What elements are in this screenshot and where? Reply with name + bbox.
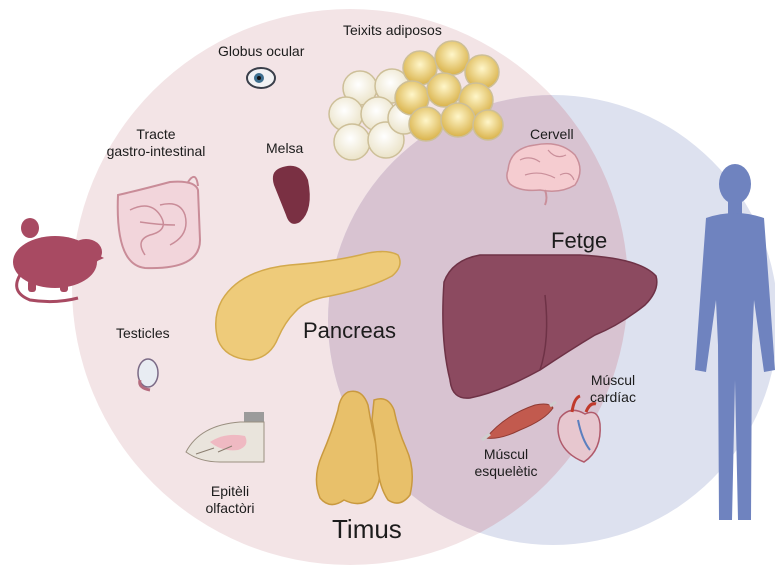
label-teixits-adiposos: Teixits adiposos (343, 22, 442, 39)
label-timus: Timus (332, 514, 402, 544)
label-esqueletic-line1: Múscul (466, 446, 546, 463)
label-muscul-cardiac: Múscul cardíac (583, 372, 643, 406)
label-tracte-line2: gastro-intestinal (100, 143, 212, 160)
label-testicles: Testicles (116, 325, 170, 342)
label-pancreas: Pancreas (303, 318, 396, 344)
label-tracte-line1: Tracte (100, 126, 212, 143)
label-cardiac-line2: cardíac (583, 389, 643, 406)
eyeball-illustration (247, 68, 275, 88)
label-muscul-esqueletic: Múscul esquelètic (466, 446, 546, 480)
label-epiteli-line1: Epitèli (190, 483, 270, 500)
label-cervell: Cervell (530, 126, 574, 143)
label-epiteli-line2: olfactòri (190, 500, 270, 517)
label-melsa: Melsa (266, 140, 303, 157)
label-fetge: Fetge (551, 228, 607, 254)
label-tracte-gastrointestinal: Tracte gastro-intestinal (100, 126, 212, 160)
label-globus-ocular: Globus ocular (218, 43, 304, 60)
label-esqueletic-line2: esquelètic (466, 463, 546, 480)
label-cardiac-line1: Múscul (583, 372, 643, 389)
label-epiteli-olfactori: Epitèli olfactòri (190, 483, 270, 517)
